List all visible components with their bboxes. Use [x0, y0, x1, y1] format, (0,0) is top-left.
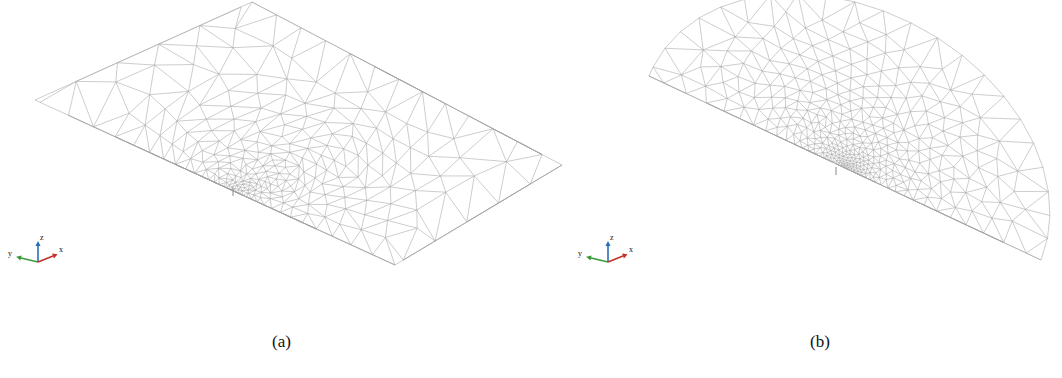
- axis-label: z: [40, 234, 44, 242]
- axis-label: z: [610, 234, 614, 242]
- axis-arrow: [591, 258, 608, 262]
- axis-arrowhead: [16, 255, 21, 260]
- panel-label: (b): [810, 333, 830, 350]
- axis-arrowhead: [52, 254, 58, 259]
- axis-arrow: [21, 258, 38, 262]
- panel-label: (a): [272, 333, 291, 350]
- axis-label: x: [59, 246, 63, 254]
- point-load: [836, 167, 837, 175]
- axis-arrowhead: [622, 254, 628, 259]
- axis-arrow: [38, 256, 53, 262]
- plate-mesh: [35, 2, 562, 265]
- axis-label: x: [629, 246, 633, 254]
- half-disk-mesh: [649, 0, 1050, 260]
- point-load: [233, 188, 234, 196]
- axis-arrowhead: [35, 241, 40, 246]
- axis-arrow: [607, 246, 609, 262]
- axis-arrowhead: [605, 241, 610, 246]
- axis-arrow: [608, 256, 623, 262]
- axis-label: y: [8, 250, 12, 258]
- axis-arrowhead: [586, 255, 591, 260]
- axis-arrow: [37, 246, 39, 262]
- axis-label: y: [578, 250, 582, 258]
